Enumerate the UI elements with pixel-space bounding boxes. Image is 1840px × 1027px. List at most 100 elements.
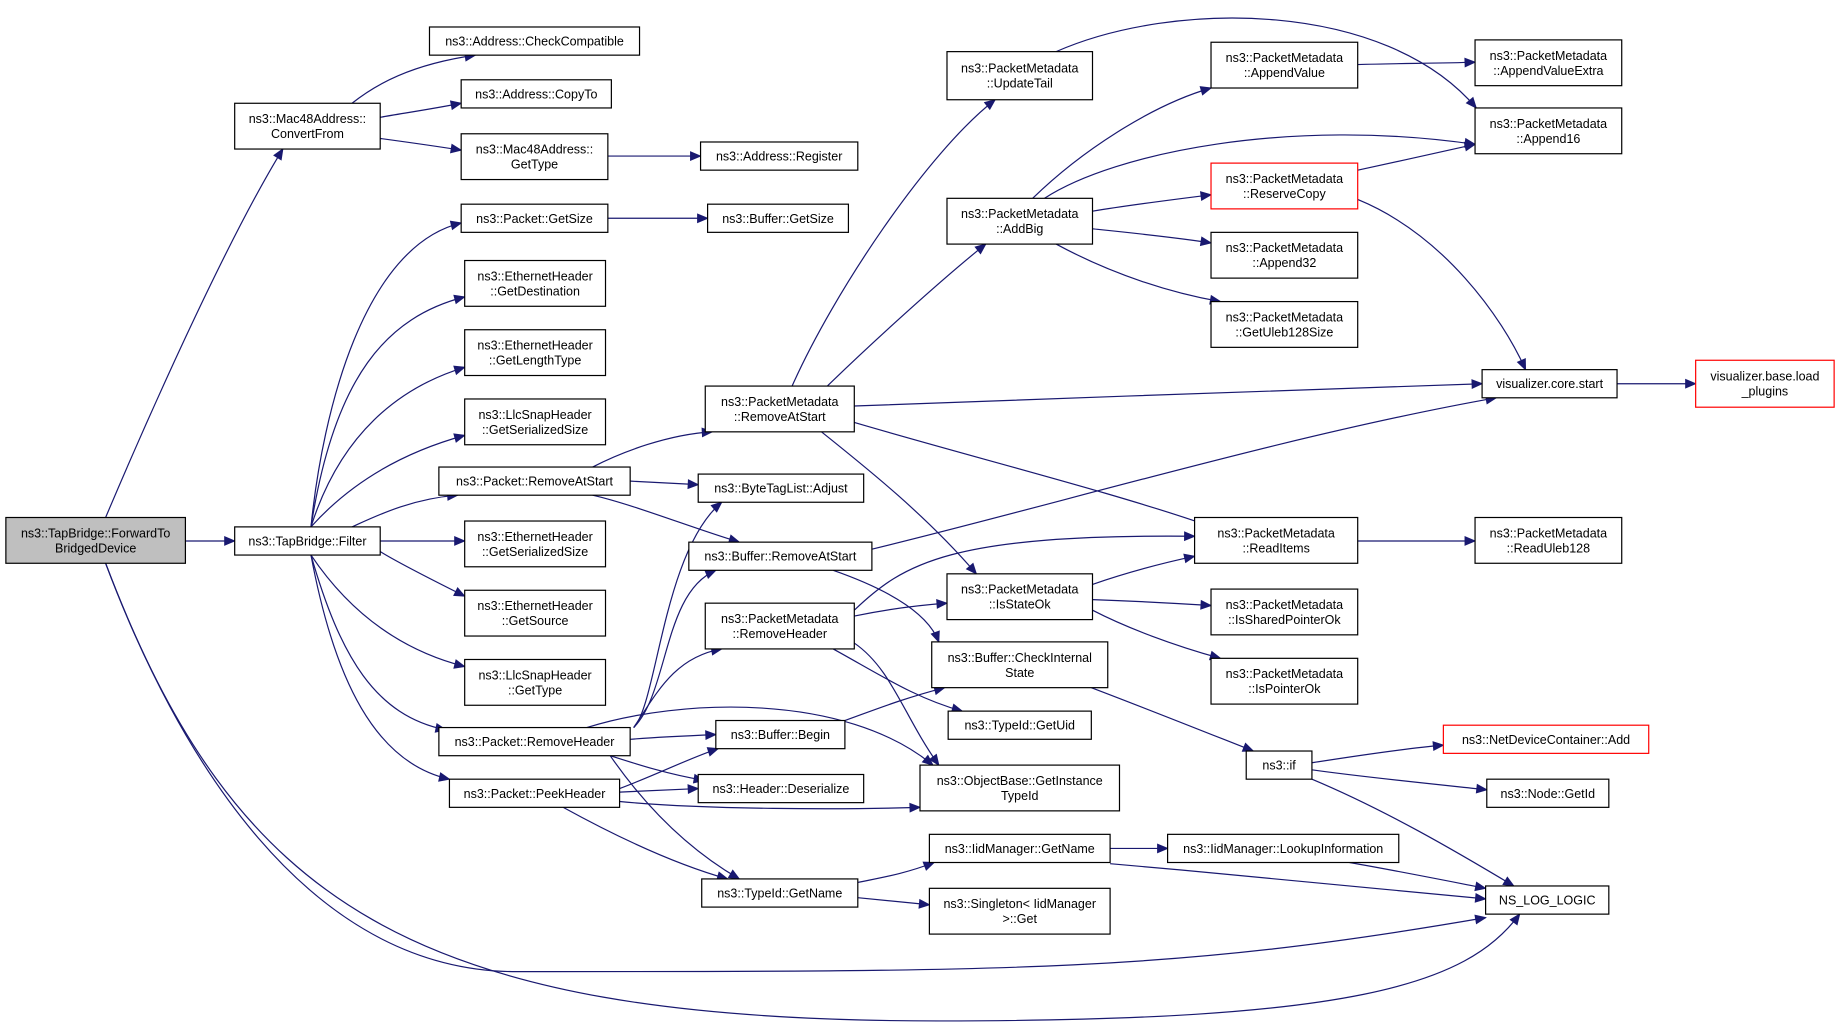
arrowhead — [983, 98, 997, 111]
node-bufRemAt[interactable]: ns3::Buffer::RemoveAtStart — [688, 541, 873, 571]
edge-filter-to-pktRemAt — [351, 491, 459, 528]
arrowhead — [1464, 57, 1477, 68]
node-addrCheck[interactable]: ns3::Address::CheckCompatible — [428, 26, 641, 56]
node-label: ns3::EthernetHeader — [477, 599, 592, 613]
node-bufBegin[interactable]: ns3::Buffer::Begin — [715, 719, 846, 750]
node-box — [464, 658, 607, 706]
node-pktPeek[interactable]: ns3::Packet::PeekHeader — [448, 778, 621, 808]
node-label: ::ReadUleb128 — [1507, 541, 1590, 555]
node-pktRemHdr[interactable]: ns3::Packet::RemoveHeader — [438, 726, 631, 757]
node-label: ::RemoveHeader — [733, 627, 828, 641]
node-bufGetSize[interactable]: ns3::Buffer::GetSize — [706, 203, 850, 233]
node-pmUleb[interactable]: ns3::PacketMetadata::GetUleb128Size — [1210, 300, 1359, 348]
arrowhead — [710, 501, 723, 513]
node-label: ::AddBig — [996, 222, 1043, 236]
edge-pmReadItems-to-pmReadUleb — [1357, 536, 1477, 546]
arrowhead — [687, 784, 700, 795]
edge-pmAddBig-to-pmResCopy — [1092, 191, 1213, 212]
arrowhead — [918, 898, 931, 909]
node-iidGetName[interactable]: ns3::IidManager::GetName — [928, 833, 1111, 864]
node-mac48conv[interactable]: ns3::Mac48Address::ConvertFrom — [234, 102, 381, 150]
edge-nsif-to-nslog — [1311, 778, 1515, 887]
edge-filter-to-pktPeek — [310, 554, 451, 782]
node-pktRemAt[interactable]: ns3::Packet::RemoveAtStart — [438, 466, 631, 496]
node-pmApp32[interactable]: ns3::PacketMetadata::Append32 — [1210, 231, 1359, 279]
node-box — [946, 573, 1094, 621]
node-pmReadItems[interactable]: ns3::PacketMetadata::ReadItems — [1193, 516, 1359, 564]
node-llcSer[interactable]: ns3::LlcSnapHeader::GetSerializedSize — [464, 398, 607, 446]
node-nodeGetId[interactable]: ns3::Node::GetId — [1486, 778, 1610, 808]
node-pmIsShared[interactable]: ns3::PacketMetadata::IsSharedPointerOk — [1210, 588, 1359, 636]
edge-pktRemHdr-to-btlAdjust — [633, 501, 723, 728]
node-box — [1210, 588, 1359, 636]
node-label: TypeId — [1001, 789, 1039, 803]
node-iidLookup[interactable]: ns3::IidManager::LookupInformation — [1166, 833, 1400, 864]
node-hdrDeser[interactable]: ns3::Header::Deserialize — [697, 773, 865, 804]
node-pmReadUleb[interactable]: ns3::PacketMetadata::ReadUleb128 — [1474, 516, 1623, 564]
node-addrReg[interactable]: ns3::Address::Register — [699, 141, 859, 171]
node-label: GetType — [511, 158, 558, 172]
node-pmRemAt[interactable]: ns3::PacketMetadata::RemoveAtStart — [704, 385, 855, 433]
node-singleton[interactable]: ns3::Singleton< IidManager>::Get — [928, 887, 1111, 935]
node-box — [5, 516, 187, 564]
node-ndcAdd[interactable]: ns3::NetDeviceContainer::Add — [1442, 724, 1650, 754]
edge-pktPeek-to-bufBegin — [619, 747, 720, 790]
node-llcType[interactable]: ns3::LlcSnapHeader::GetType — [464, 658, 607, 706]
node-pmResCopy[interactable]: ns3::PacketMetadata::ReserveCopy — [1210, 162, 1359, 210]
node-label: visualizer.base.load — [1710, 370, 1819, 384]
node-pmApp16[interactable]: ns3::PacketMetadata::Append16 — [1474, 107, 1623, 155]
node-label: ::IsSharedPointerOk — [1228, 613, 1341, 627]
node-label: _plugins — [1741, 385, 1789, 399]
node-label: ::GetType — [508, 683, 562, 697]
node-pmUpdTail[interactable]: ns3::PacketMetadata::UpdateTail — [946, 51, 1094, 101]
node-vizLoad[interactable]: visualizer.base.load_plugins — [1695, 359, 1835, 408]
edge-mac48conv-to-addrCheck — [351, 51, 477, 104]
node-box — [460, 203, 609, 233]
arrowhead — [453, 433, 466, 443]
node-nsif[interactable]: ns3::if — [1245, 750, 1313, 780]
node-pmAppVal[interactable]: ns3::PacketMetadata::AppendValue — [1210, 41, 1359, 89]
node-ethSrc[interactable]: ns3::EthernetHeader::GetSource — [464, 589, 607, 637]
node-pmIsState[interactable]: ns3::PacketMetadata::IsStateOk — [946, 573, 1094, 621]
edge-nsif-to-nodeGetId — [1311, 769, 1489, 794]
node-label: NS_LOG_LOGIC — [1499, 894, 1596, 908]
node-vizStart[interactable]: visualizer.core.start — [1481, 369, 1618, 399]
node-addrCopy[interactable]: ns3::Address::CopyTo — [460, 79, 612, 109]
arrowhead — [1200, 599, 1213, 610]
node-ethGetLen[interactable]: ns3::EthernetHeader::GetLengthType — [464, 329, 607, 377]
node-nslog[interactable]: NS_LOG_LOGIC — [1485, 885, 1610, 915]
node-filter[interactable]: ns3::TapBridge::Filter — [234, 526, 381, 556]
node-box — [460, 79, 612, 109]
node-label: ns3::ByteTagList::Adjust — [714, 482, 848, 496]
node-macGetType[interactable]: ns3::Mac48Address::GetType — [460, 133, 609, 181]
node-pmRemHdr[interactable]: ns3::PacketMetadata::RemoveHeader — [704, 602, 855, 650]
node-label: ns3::Buffer::CheckInternal — [948, 651, 1092, 665]
arrowhead — [1475, 783, 1489, 794]
node-ethSer[interactable]: ns3::EthernetHeader::GetSerializedSize — [464, 520, 607, 568]
node-pmIsPtr[interactable]: ns3::PacketMetadata::IsPointerOk — [1210, 657, 1359, 705]
edge-pmIsState-to-pmReadItems — [1092, 553, 1196, 585]
node-tidGetName[interactable]: ns3::TypeId::GetName — [701, 878, 859, 908]
node-box — [460, 133, 609, 181]
node-pmAppValEx[interactable]: ns3::PacketMetadata::AppendValueExtra — [1474, 39, 1623, 87]
node-box — [715, 719, 846, 750]
edge-pktPeek-to-hdrDeser — [619, 784, 700, 795]
node-ethGetDest[interactable]: ns3::EthernetHeader::GetDestination — [464, 259, 607, 307]
node-tidGetUid[interactable]: ns3::TypeId::GetUid — [947, 710, 1092, 740]
node-btlAdjust[interactable]: ns3::ByteTagList::Adjust — [697, 473, 865, 503]
node-label: ns3::TypeId::GetName — [717, 887, 842, 901]
node-box — [704, 602, 855, 650]
edge-bufRemAt-to-vizStart — [871, 394, 1498, 550]
edge-filter-to-pktGetSize — [310, 220, 463, 527]
arrowhead — [1509, 913, 1521, 926]
edge-pmResCopy-to-vizStart — [1357, 198, 1527, 371]
arrowhead — [1464, 536, 1477, 546]
node-pmAddBig[interactable]: ns3::PacketMetadata::AddBig — [946, 197, 1094, 245]
arrowhead — [930, 630, 940, 644]
edge-pmRemAt-to-pmUpdTail — [791, 98, 997, 387]
arrowhead — [965, 562, 978, 575]
node-pktGetSize[interactable]: ns3::Packet::GetSize — [460, 203, 609, 233]
